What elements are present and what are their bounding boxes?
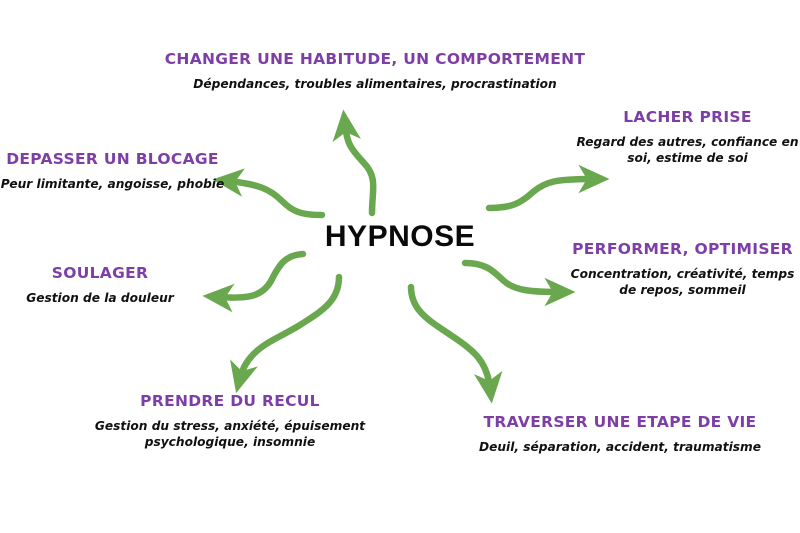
node-lacher: LACHER PRISE Regard des autres, confianc… <box>575 108 800 166</box>
node-performer: PERFORMER, OPTIMISER Concentration, créa… <box>565 240 800 298</box>
node-changer-title: CHANGER UNE HABITUDE, UN COMPORTEMENT <box>164 50 586 68</box>
arrow-left-icon <box>202 250 307 313</box>
node-soulager: SOULAGER Gestion de la douleur <box>0 264 200 306</box>
node-changer-description: Dépendances, troubles alimentaires, proc… <box>193 76 557 91</box>
arrow-downleft-icon <box>230 273 343 394</box>
hub-label: HYPNOSE <box>324 220 476 253</box>
node-depasser: DEPASSER UN BLOCAGE Peur limitante, ango… <box>0 150 225 192</box>
arrow-downright-icon <box>407 283 503 404</box>
node-prendre: PRENDRE DU RECUL Gestion du stress, anxi… <box>45 392 415 450</box>
node-traverser: TRAVERSER UNE ETAPE DE VIE Deuil, sépara… <box>455 413 785 455</box>
hub-node: HYPNOSE <box>0 222 800 252</box>
arrow-upleft-icon <box>212 168 326 219</box>
node-prendre-description: Gestion du stress, anxiété, épuisement p… <box>94 418 366 449</box>
node-traverser-description: Deuil, séparation, accident, traumatisme <box>478 439 761 454</box>
node-prendre-title: PRENDRE DU RECUL <box>140 392 320 410</box>
node-depasser-description: Peur limitante, angoisse, phobie <box>0 176 225 191</box>
node-soulager-description: Gestion de la douleur <box>26 290 174 305</box>
node-lacher-title: LACHER PRISE <box>623 108 752 126</box>
node-depasser-title: DEPASSER UN BLOCAGE <box>6 150 219 168</box>
node-traverser-title: TRAVERSER UNE ETAPE DE VIE <box>483 413 757 431</box>
node-performer-description: Concentration, créativité, temps de repo… <box>570 266 795 297</box>
node-soulager-title: SOULAGER <box>51 264 149 282</box>
node-changer: CHANGER UNE HABITUDE, UN COMPORTEMENT Dé… <box>150 50 600 92</box>
arrow-up-icon <box>332 109 377 217</box>
node-performer-title: PERFORMER, OPTIMISER <box>572 240 793 258</box>
node-lacher-description: Regard des autres, confiance en soi, est… <box>576 134 799 165</box>
arrow-upright-icon <box>485 164 610 212</box>
arrow-right-icon <box>461 259 576 307</box>
